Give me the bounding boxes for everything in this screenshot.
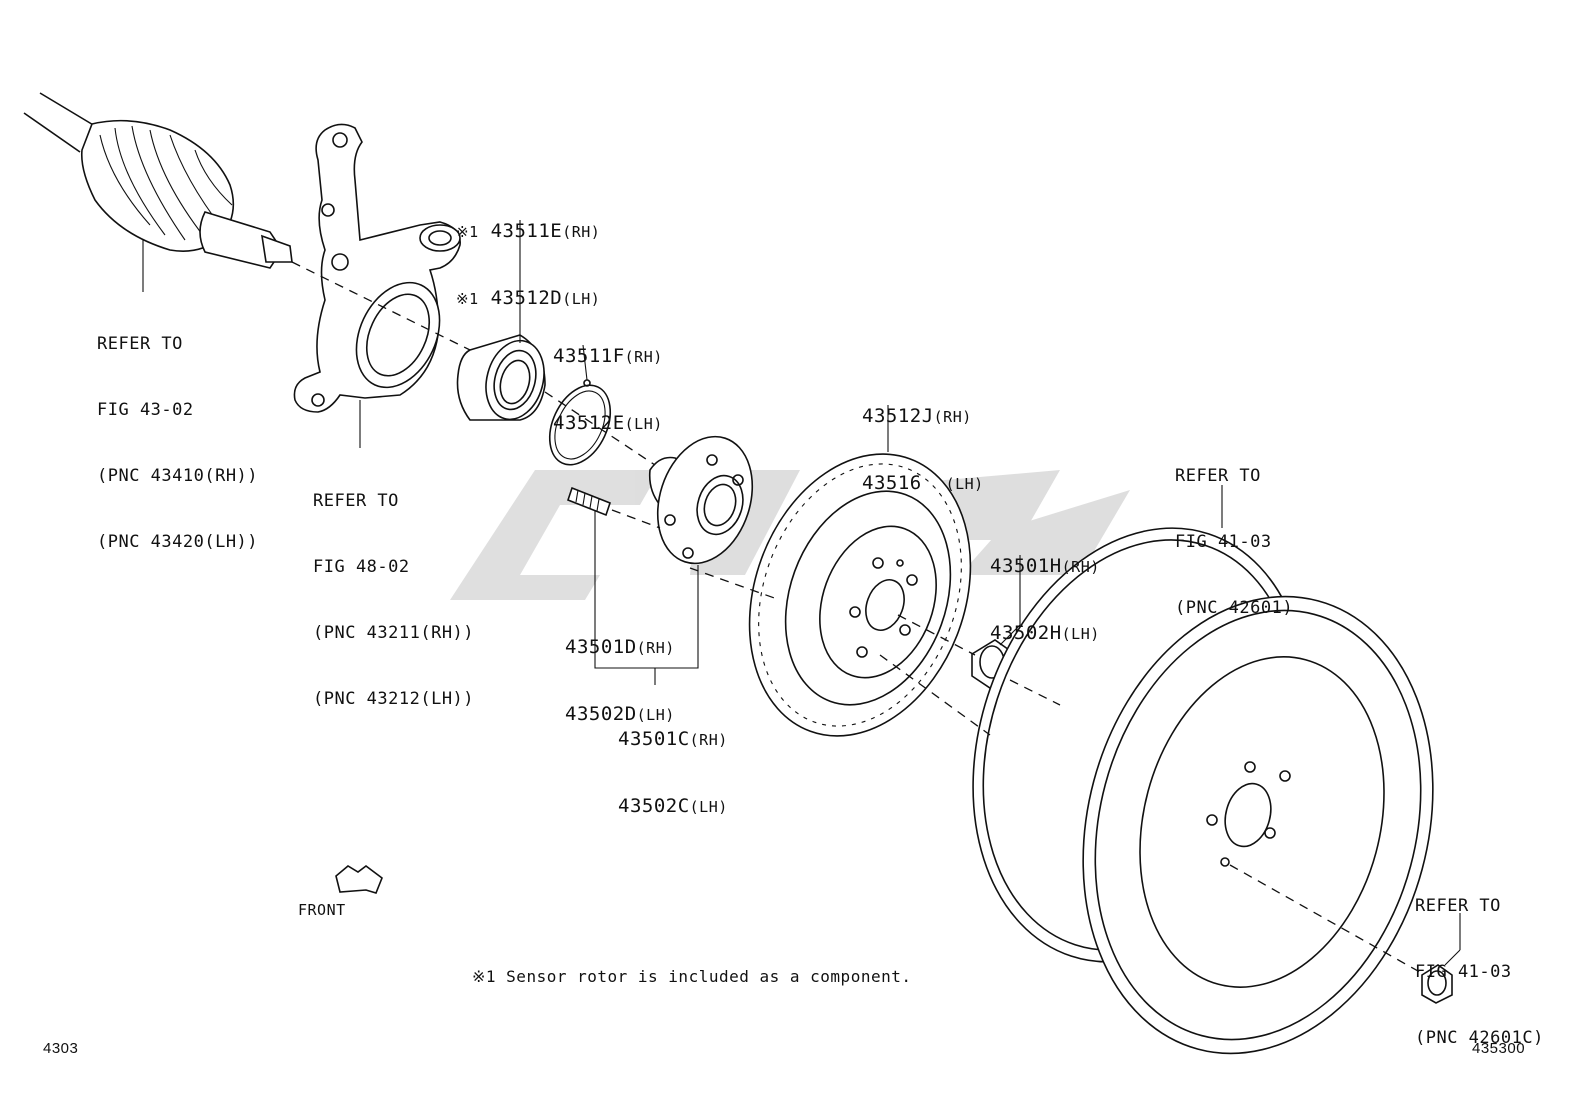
part-number-rh: 43511F	[553, 345, 625, 367]
part-number-rh: 43512J	[862, 405, 934, 427]
part-number-lh: 43512E	[553, 412, 625, 434]
refer-knuckle-label[interactable]: REFER TO FIG 48-02 (PNC 43211(RH)) (PNC …	[313, 446, 474, 732]
lh-tag: (LH)	[562, 290, 601, 308]
lh-tag: (LH)	[636, 706, 675, 724]
part-number-lh: 43516	[862, 472, 922, 494]
refer-wheel-nut-label[interactable]: REFER TO FIG 41-03 (PNC 42601C)	[1415, 851, 1544, 1071]
footnote-mark: ※1	[456, 290, 479, 308]
part-number-rh: 43501C	[618, 728, 690, 750]
page-number-right: 435300	[1472, 1040, 1526, 1057]
rh-tag: (RH)	[1061, 558, 1100, 576]
leader-lines	[142, 220, 1461, 966]
refer-wheel-label[interactable]: REFER TO FIG 41-03 (PNC 42601)	[1175, 421, 1293, 641]
refer-line: REFER TO	[1175, 466, 1261, 486]
hub-part-label[interactable]: 43501C(RH) 43502C(LH)	[618, 684, 728, 840]
footnote: ※1 Sensor rotor is included as a compone…	[472, 967, 912, 986]
page-number-left: 4303	[43, 1040, 79, 1057]
rh-tag: (RH)	[933, 408, 972, 426]
drive-shaft	[23, 92, 293, 269]
brake-disc	[748, 453, 972, 737]
rh-tag: (RH)	[624, 348, 663, 366]
part-number-lh: 43502C	[618, 795, 690, 817]
part-number-lh: 43502D	[565, 703, 637, 725]
refer-pnc-rh: (PNC 43410(RH))	[97, 466, 259, 486]
assembly-axis	[291, 261, 1426, 976]
rh-tag: (RH)	[636, 639, 675, 657]
refer-fig: FIG 41-03	[1175, 532, 1272, 552]
lh-tag: (LH)	[689, 798, 728, 816]
refer-pnc-lh: (PNC 43420(LH))	[97, 532, 259, 552]
footnote-mark: ※1	[456, 223, 479, 241]
part-number-rh: 43501H	[990, 555, 1062, 577]
bearing-part-label[interactable]: ※1 43511E(RH) ※1 43512D(LH)	[456, 176, 600, 332]
rh-tag: (RH)	[689, 731, 728, 749]
refer-driveshaft-label[interactable]: REFER TO FIG 43-02 (PNC 43410(RH)) (PNC …	[97, 289, 258, 575]
part-number-rh: 43511E	[490, 220, 563, 242]
refer-pnc-lh: (PNC 43212(LH))	[313, 689, 475, 709]
wheel-nut	[1421, 964, 1453, 1004]
lh-tag: (LH)	[624, 415, 663, 433]
lh-tag: (LH)	[1061, 625, 1100, 643]
rh-tag: (RH)	[562, 223, 601, 241]
snap-ring-part-label[interactable]: 43511F(RH) 43512E(LH)	[553, 301, 663, 457]
refer-pnc-rh: (PNC 43211(RH))	[313, 623, 475, 643]
refer-fig: FIG 43-02	[97, 400, 194, 420]
lh-tag: (LH)	[945, 475, 984, 493]
refer-fig: FIG 48-02	[313, 557, 410, 577]
refer-pnc: (PNC 42601)	[1175, 598, 1294, 618]
snap-ring	[548, 379, 612, 466]
disc-part-label[interactable]: 43512J(RH) 43516 (LH)	[862, 361, 984, 517]
refer-line: REFER TO	[97, 334, 183, 354]
steering-knuckle	[293, 123, 461, 413]
hub-nut-part-label[interactable]: 43501H(RH) 43502H(LH)	[990, 511, 1100, 667]
refer-line: REFER TO	[313, 491, 399, 511]
wheel	[972, 527, 1434, 1055]
axle-hub	[648, 435, 754, 565]
refer-line: REFER TO	[1415, 896, 1501, 916]
refer-pnc: (PNC 42601C)	[1415, 1028, 1544, 1048]
part-number-rh: 43501D	[565, 636, 637, 658]
refer-fig: FIG 41-03	[1415, 962, 1512, 982]
front-arrow-icon	[335, 865, 383, 894]
hub-bolt	[567, 486, 611, 517]
hub-bearing	[456, 334, 546, 421]
part-number-lh: 43502H	[990, 622, 1062, 644]
hub-bolt-part-label[interactable]: 43501D(RH) 43502D(LH)	[565, 592, 675, 748]
part-number-lh: 43512D	[490, 287, 563, 309]
front-label: FRONT	[298, 901, 346, 919]
